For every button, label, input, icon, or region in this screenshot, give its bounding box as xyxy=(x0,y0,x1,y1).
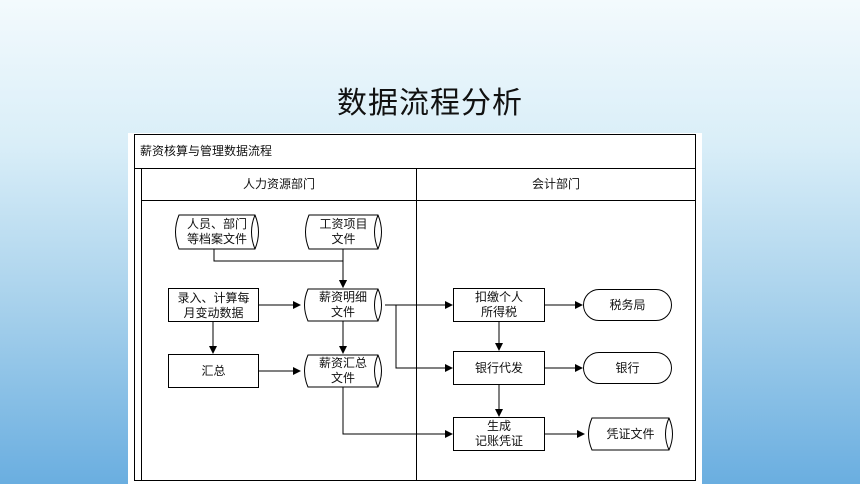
diagram-panel: 薪资核算与管理数据流程 人力资源部门 会计部门 人员、部门 等档案文件 工资项目… xyxy=(128,133,702,484)
tax-bureau-entity-shape xyxy=(583,289,672,321)
lane-accounting-title: 会计部门 xyxy=(531,177,580,191)
bank-payroll-process-label: 银行代发 xyxy=(474,361,523,375)
slide-title: 数据流程分析 xyxy=(337,86,523,121)
bank-payroll-process-shape xyxy=(453,351,545,385)
monthly-input-process-shape xyxy=(168,288,259,322)
arrow-salary-summary-to-voucher xyxy=(342,387,453,438)
flow-diagram-canvas xyxy=(134,134,696,481)
diagram-frame xyxy=(134,134,696,481)
voucher-generation-process-label: 生成 记账凭证 xyxy=(474,419,523,448)
arrow-personnel-to-detail xyxy=(213,249,347,288)
voucher-generation-process-shape xyxy=(453,417,545,451)
salary-detail-file-label: 薪资明细 文件 xyxy=(318,290,367,319)
withhold-tax-process-shape xyxy=(453,288,545,322)
salary-items-file-label: 工资项目 文件 xyxy=(319,217,368,246)
tax-bureau-entity-label: 税务局 xyxy=(609,298,646,312)
personnel-files-label: 人员、部门 等档案文件 xyxy=(186,217,247,246)
bank-entity-label: 银行 xyxy=(615,361,640,375)
withhold-tax-process-label: 扣缴个人 所得税 xyxy=(474,290,523,319)
bank-entity-shape xyxy=(583,352,672,384)
voucher-file-label: 凭证文件 xyxy=(606,427,655,441)
arrow-detail-to-bank-payroll xyxy=(395,305,453,372)
lane-hr-title: 人力资源部门 xyxy=(242,177,315,191)
frame-title: 薪资核算与管理数据流程 xyxy=(140,144,273,158)
salary-summary-file-label: 薪资汇总 文件 xyxy=(318,356,367,385)
summary-process-shape xyxy=(168,354,259,388)
summary-process-label: 汇总 xyxy=(201,364,226,378)
monthly-input-process-label: 录入、计算每 月变动数据 xyxy=(177,291,250,320)
